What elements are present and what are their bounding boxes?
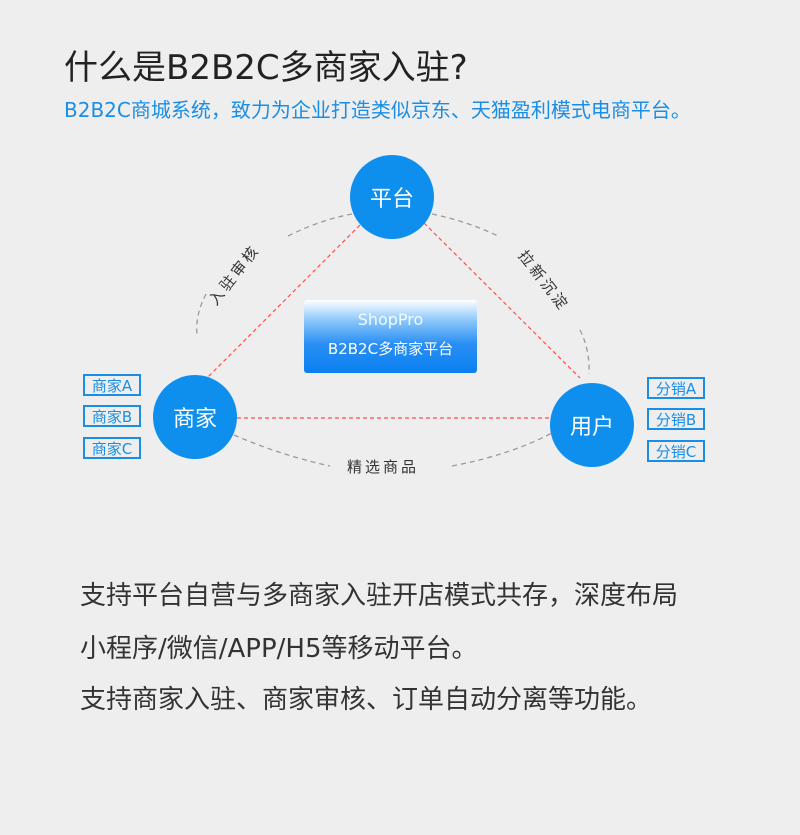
arc-bottom-left — [233, 434, 331, 467]
center-box-brand: ShopPro — [357, 310, 424, 329]
center-box-caption: B2B2C多商家平台 — [327, 340, 454, 358]
description-line-1: 支持平台自营与多商家入驻开店模式共存，深度布局 — [80, 581, 679, 611]
arc-label-selected-goods: 精选商品 — [347, 458, 420, 476]
arc-right-top — [431, 213, 501, 238]
arc-left-bottom — [196, 293, 207, 336]
arc-bottom-right — [451, 432, 553, 467]
merchant-node: 商家 — [153, 375, 237, 459]
page-subtitle: B2B2C商城系统，致力为企业打造类似京东、天猫盈利模式电商平台。 — [64, 98, 691, 122]
platform-node: 平台 — [350, 155, 434, 239]
description-line-2: 小程序/微信/APP/H5等移动平台。 — [80, 634, 478, 664]
arc-left-top — [287, 213, 353, 237]
distribution-tag-a: 分销A — [647, 377, 705, 399]
user-node: 用户 — [550, 383, 634, 467]
merchant-tag-b: 商家B — [83, 405, 141, 427]
merchant-tag-c: 商家C — [83, 437, 141, 459]
shoppro-center-box: ShopPro B2B2C多商家平台 — [304, 300, 477, 373]
distribution-tag-b: 分销B — [647, 408, 705, 430]
description-line-3: 支持商家入驻、商家审核、订单自动分离等功能。 — [80, 685, 653, 715]
line-platform-user — [423, 222, 581, 379]
merchant-tag-a: 商家A — [83, 374, 141, 396]
distribution-tag-c: 分销C — [647, 440, 705, 462]
page-title: 什么是B2B2C多商家入驻? — [64, 48, 468, 88]
arc-right-bottom — [579, 329, 590, 375]
line-platform-merchant — [207, 224, 361, 378]
